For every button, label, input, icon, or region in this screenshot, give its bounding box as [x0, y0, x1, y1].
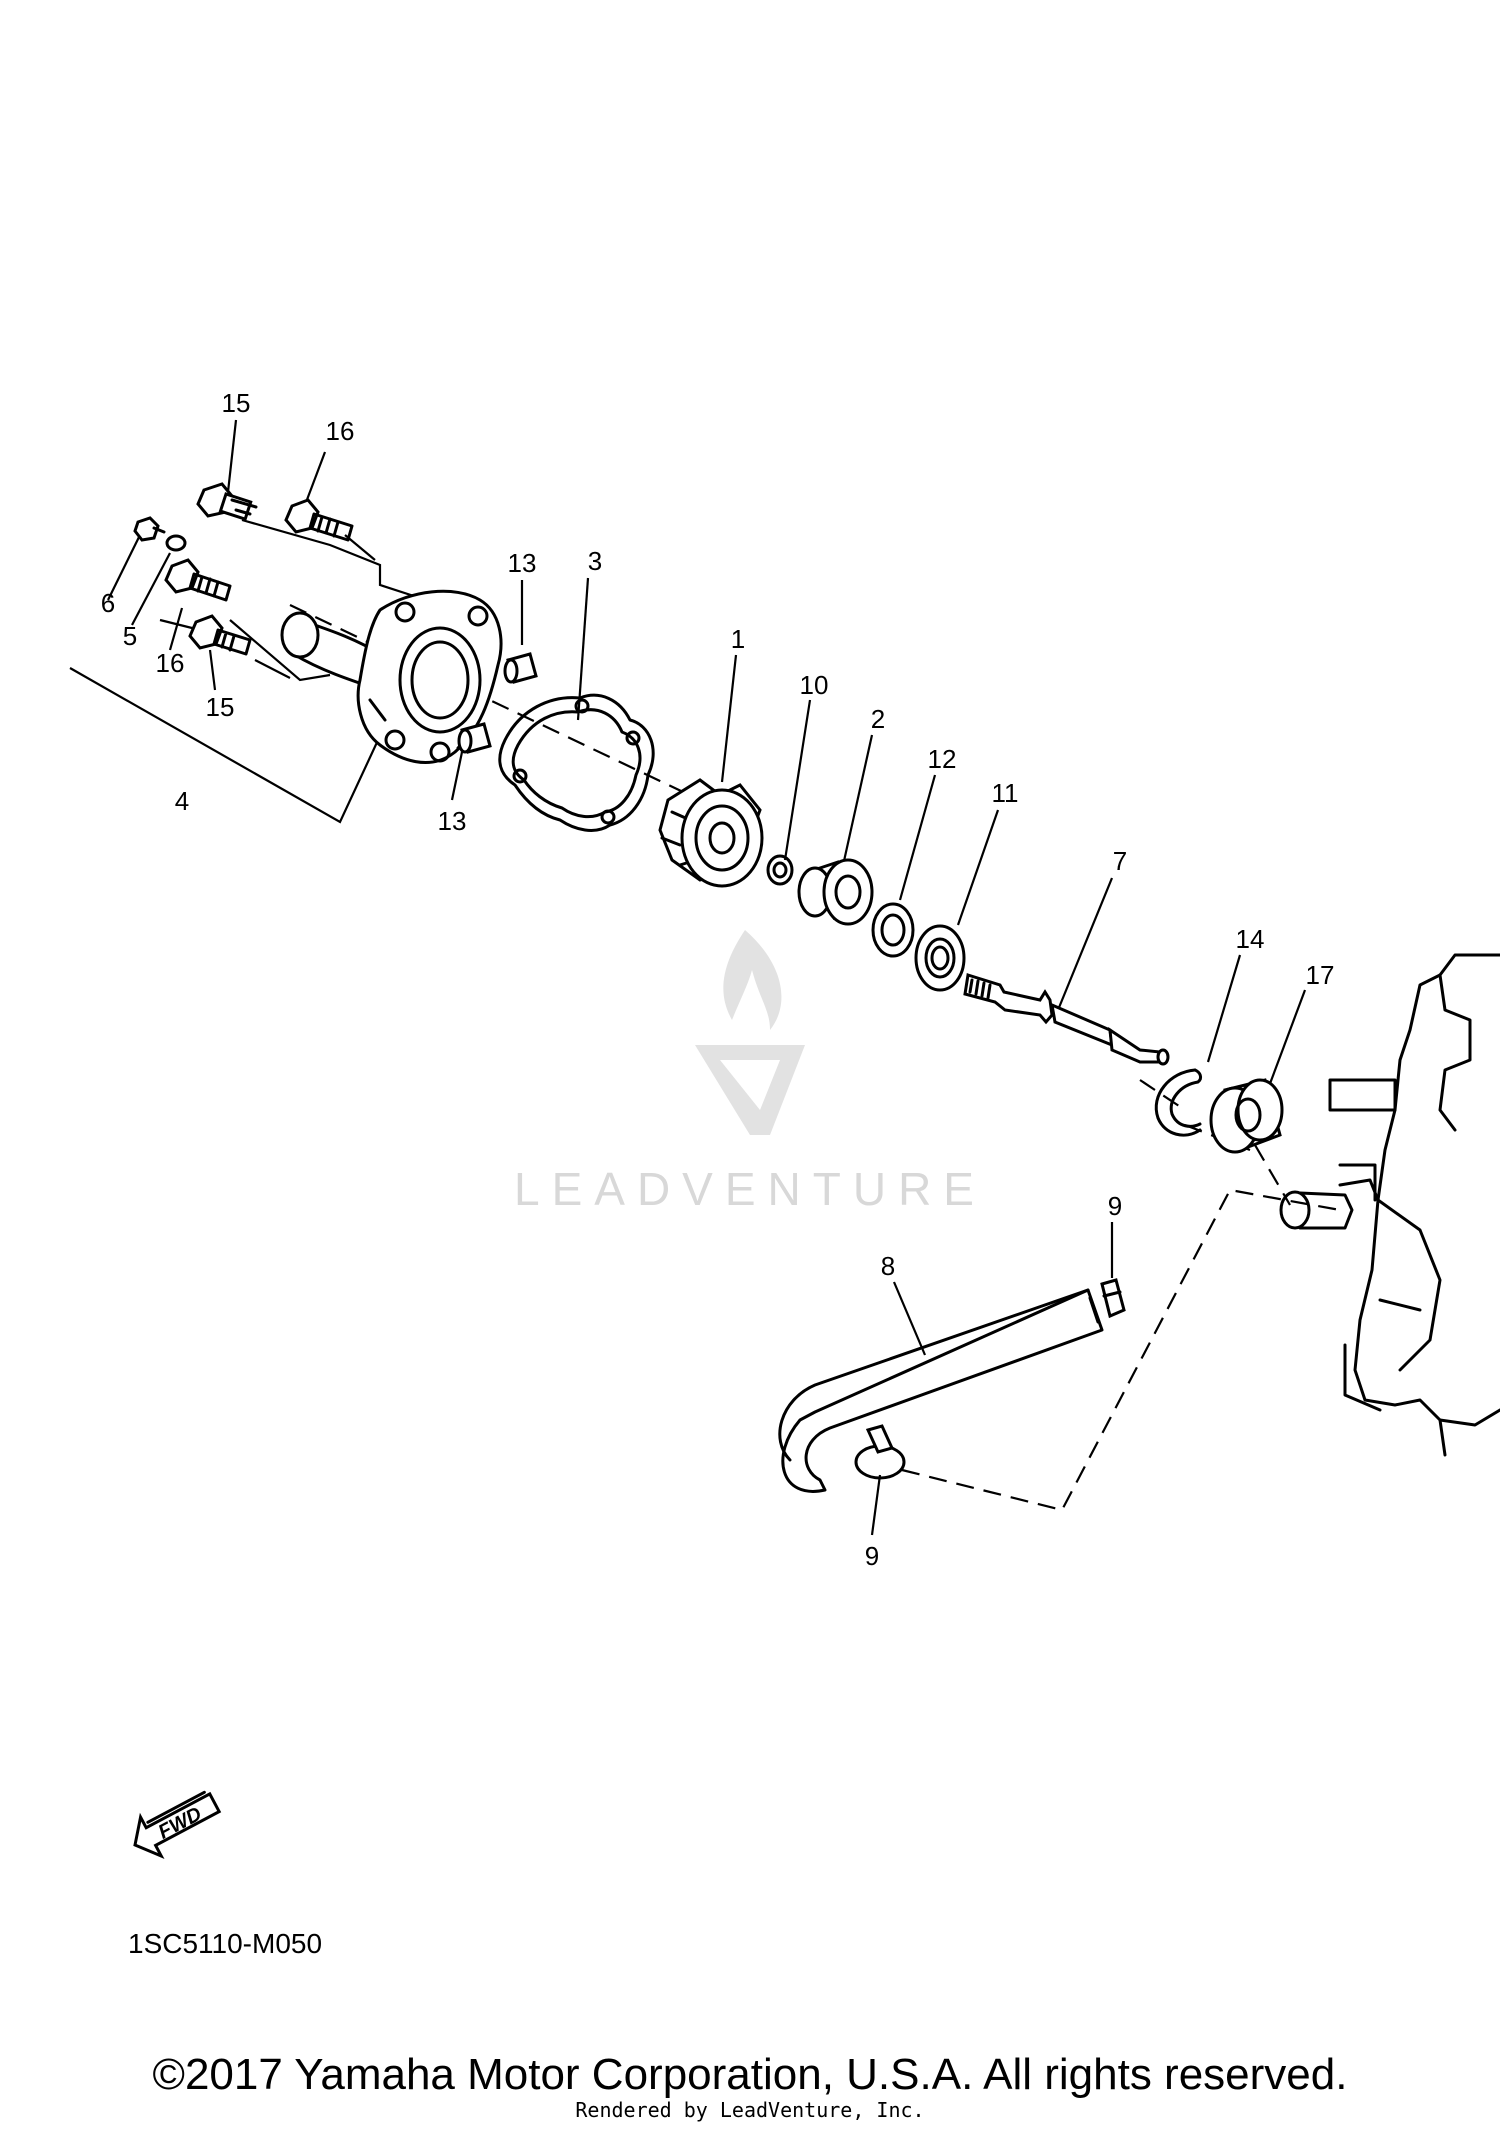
leader-lines: [69, 419, 1341, 1536]
hose-8: [778, 1288, 1104, 1493]
bearing-17: [1209, 1078, 1284, 1154]
callout-4: 4: [175, 786, 189, 816]
bolt-6: [133, 516, 166, 542]
callout-10: 10: [800, 670, 829, 700]
impeller-shaft-7: [963, 973, 1170, 1066]
bolt-16-lower: [164, 558, 232, 602]
callout-17: 17: [1306, 960, 1335, 990]
callout-5: 5: [123, 621, 137, 651]
callout-11: 11: [992, 778, 1019, 808]
diagram-code: 1SC5110-M050: [128, 1928, 322, 1959]
copyright-notice: ©2017 Yamaha Motor Corporation, U.S.A. A…: [152, 2050, 1348, 2099]
callout-12: 12: [928, 744, 957, 774]
washer-5: [165, 534, 187, 552]
callout-16-lower: 16: [156, 648, 185, 678]
callout-8: 8: [881, 1251, 895, 1281]
callout-16-upper: 16: [326, 416, 355, 446]
callout-2: 2: [871, 704, 885, 734]
callout-15-lower: 15: [206, 692, 235, 722]
callout-labels: 15 16 6 5 16 15 4 13 13 3 1 10 2 12 11 7…: [101, 388, 1335, 1571]
bolt-15-upper: [196, 482, 258, 522]
callout-6: 6: [101, 588, 115, 618]
circlip-14: [1154, 1068, 1203, 1137]
callout-7: 7: [1113, 846, 1127, 876]
pump-housing-4: [280, 589, 503, 764]
gasket-3: [498, 693, 655, 832]
callout-14: 14: [1236, 924, 1265, 954]
watermark-text: LEADVENTURE: [514, 1163, 986, 1215]
callout-13-upper: 13: [508, 548, 537, 578]
callout-3: 3: [588, 546, 602, 576]
oil-seal-12: [871, 902, 915, 958]
bolt-15-lower: [188, 614, 252, 656]
impeller-1: [658, 778, 764, 888]
hose-clamp-9-lower: [854, 1424, 906, 1480]
callout-9-upper: 9: [1108, 1191, 1122, 1221]
dowel-pin-13-upper: [503, 652, 538, 684]
bolt-16-upper: [284, 498, 354, 542]
callout-9-lower: 9: [865, 1541, 879, 1571]
callout-13-lower: 13: [438, 806, 467, 836]
washer-10: [766, 854, 794, 886]
rendered-by-credit: Rendered by LeadVenture, Inc.: [575, 2098, 925, 2122]
hose-clamp-9-upper: [1100, 1278, 1126, 1319]
leadventure-watermark: LEADVENTURE: [514, 930, 986, 1215]
callout-1: 1: [731, 624, 745, 654]
crankcase-housing: [1279, 953, 1500, 1457]
bearing-11: [914, 924, 966, 992]
mechanical-seal-2: [797, 858, 874, 926]
callout-15-upper: 15: [222, 388, 251, 418]
fwd-arrow-icon: FWD: [133, 1790, 222, 1859]
dowel-pin-13-lower: [457, 722, 492, 754]
